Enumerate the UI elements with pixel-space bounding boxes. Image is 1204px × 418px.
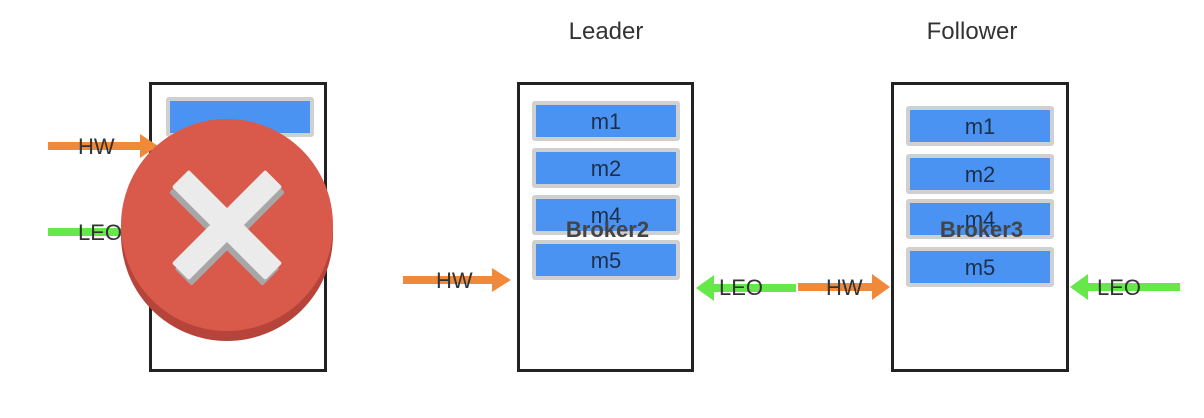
broker2-message-m4: m4: [532, 195, 680, 235]
broker2-leo-arrow: [696, 275, 796, 301]
broker3-name: Broker3: [939, 217, 1024, 242]
broker2-name: Broker2: [565, 217, 650, 242]
follower-title: Follower: [926, 18, 1018, 45]
broker3-message-m5: m5: [906, 247, 1054, 287]
broker2-message-m1: m1: [532, 101, 680, 141]
broker3-leo-label: LEO: [1097, 275, 1142, 300]
broker3-box: m1 m2 m4 m5 Broker3: [891, 82, 1069, 372]
broker2-message-m5: m5: [532, 240, 680, 280]
broker3-hw-arrow: [798, 274, 890, 300]
broker2-hw-arrow: [403, 268, 511, 292]
leader-title: Leader: [568, 18, 644, 45]
broker2-leo-label: LEO: [719, 275, 764, 300]
broker3-hw-label: HW: [826, 275, 863, 300]
broker3-leo-arrow: [1070, 274, 1180, 300]
broker1-hw-label: HW: [78, 134, 115, 159]
broker3-message-m2: m2: [906, 154, 1054, 194]
broker3-message-m1: m1: [906, 106, 1054, 146]
broker2-message-m2: m2: [532, 148, 680, 188]
broker1-hw-arrow: [48, 134, 158, 158]
broker3-message-m4: m4: [906, 199, 1054, 239]
broker2-box: m1 m2 m4 m5 Broker2: [517, 82, 694, 372]
broker1-leo-label: LEO: [78, 220, 123, 245]
broker2-hw-label: HW: [436, 268, 473, 293]
